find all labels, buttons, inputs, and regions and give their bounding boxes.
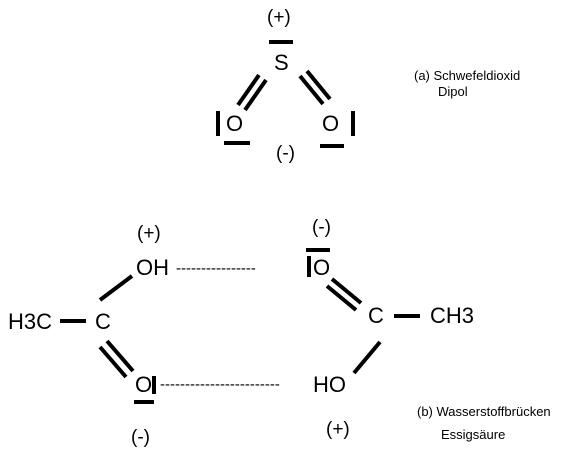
charge-minus-o-bottom: (-): [131, 427, 150, 448]
double-bond-s-o-left-1: [243, 78, 268, 112]
hydrogen-bond-bottom: ------------------------: [160, 376, 280, 393]
bond-c-oh-top: [98, 274, 134, 302]
atom-oxygen-right: O: [322, 111, 340, 136]
group-ch3: CH3: [430, 303, 475, 328]
double-bond-s-o-right-1: [298, 74, 325, 106]
charge-plus-ho-bottom: (+): [326, 419, 350, 440]
group-oh-top: OH: [136, 255, 169, 280]
caption-b-title: (b) Wasserstoffbrücken: [417, 404, 551, 419]
charge-plus-oh-top: (+): [137, 223, 161, 244]
group-h3c: H3C: [8, 309, 53, 334]
double-bond-c-o-left-2: [98, 345, 128, 379]
group-ho-bottom: HO: [313, 372, 346, 397]
double-bond-s-o-right-2: [305, 69, 332, 101]
atom-oxygen-left: O: [226, 111, 244, 136]
atom-oxygen-bottom-left: O: [135, 372, 153, 397]
double-bond-o-c-right-2: [325, 284, 358, 312]
caption-a-subtitle: Dipol: [438, 84, 468, 99]
charge-plus-s: (+): [267, 7, 291, 28]
caption-a-title: (a) Schwefeldioxid: [414, 68, 521, 83]
hydrogen-bond-top: ----------------: [176, 260, 256, 277]
caption-b-subtitle: Essigsäure: [441, 427, 506, 442]
double-bond-o-c-right-1: [330, 277, 363, 305]
charge-minus-o-top: (-): [312, 217, 331, 238]
bond-ho-c-right: [352, 340, 382, 375]
atom-carbon-left: C: [95, 309, 111, 334]
charge-minus-o: (-): [276, 143, 295, 164]
double-bond-s-o-left-2: [236, 73, 261, 107]
double-bond-c-o-left-1: [105, 339, 135, 373]
atom-carbon-right: C: [368, 303, 384, 328]
atom-sulfur: S: [274, 50, 289, 75]
atom-oxygen-top-right: O: [313, 255, 331, 280]
